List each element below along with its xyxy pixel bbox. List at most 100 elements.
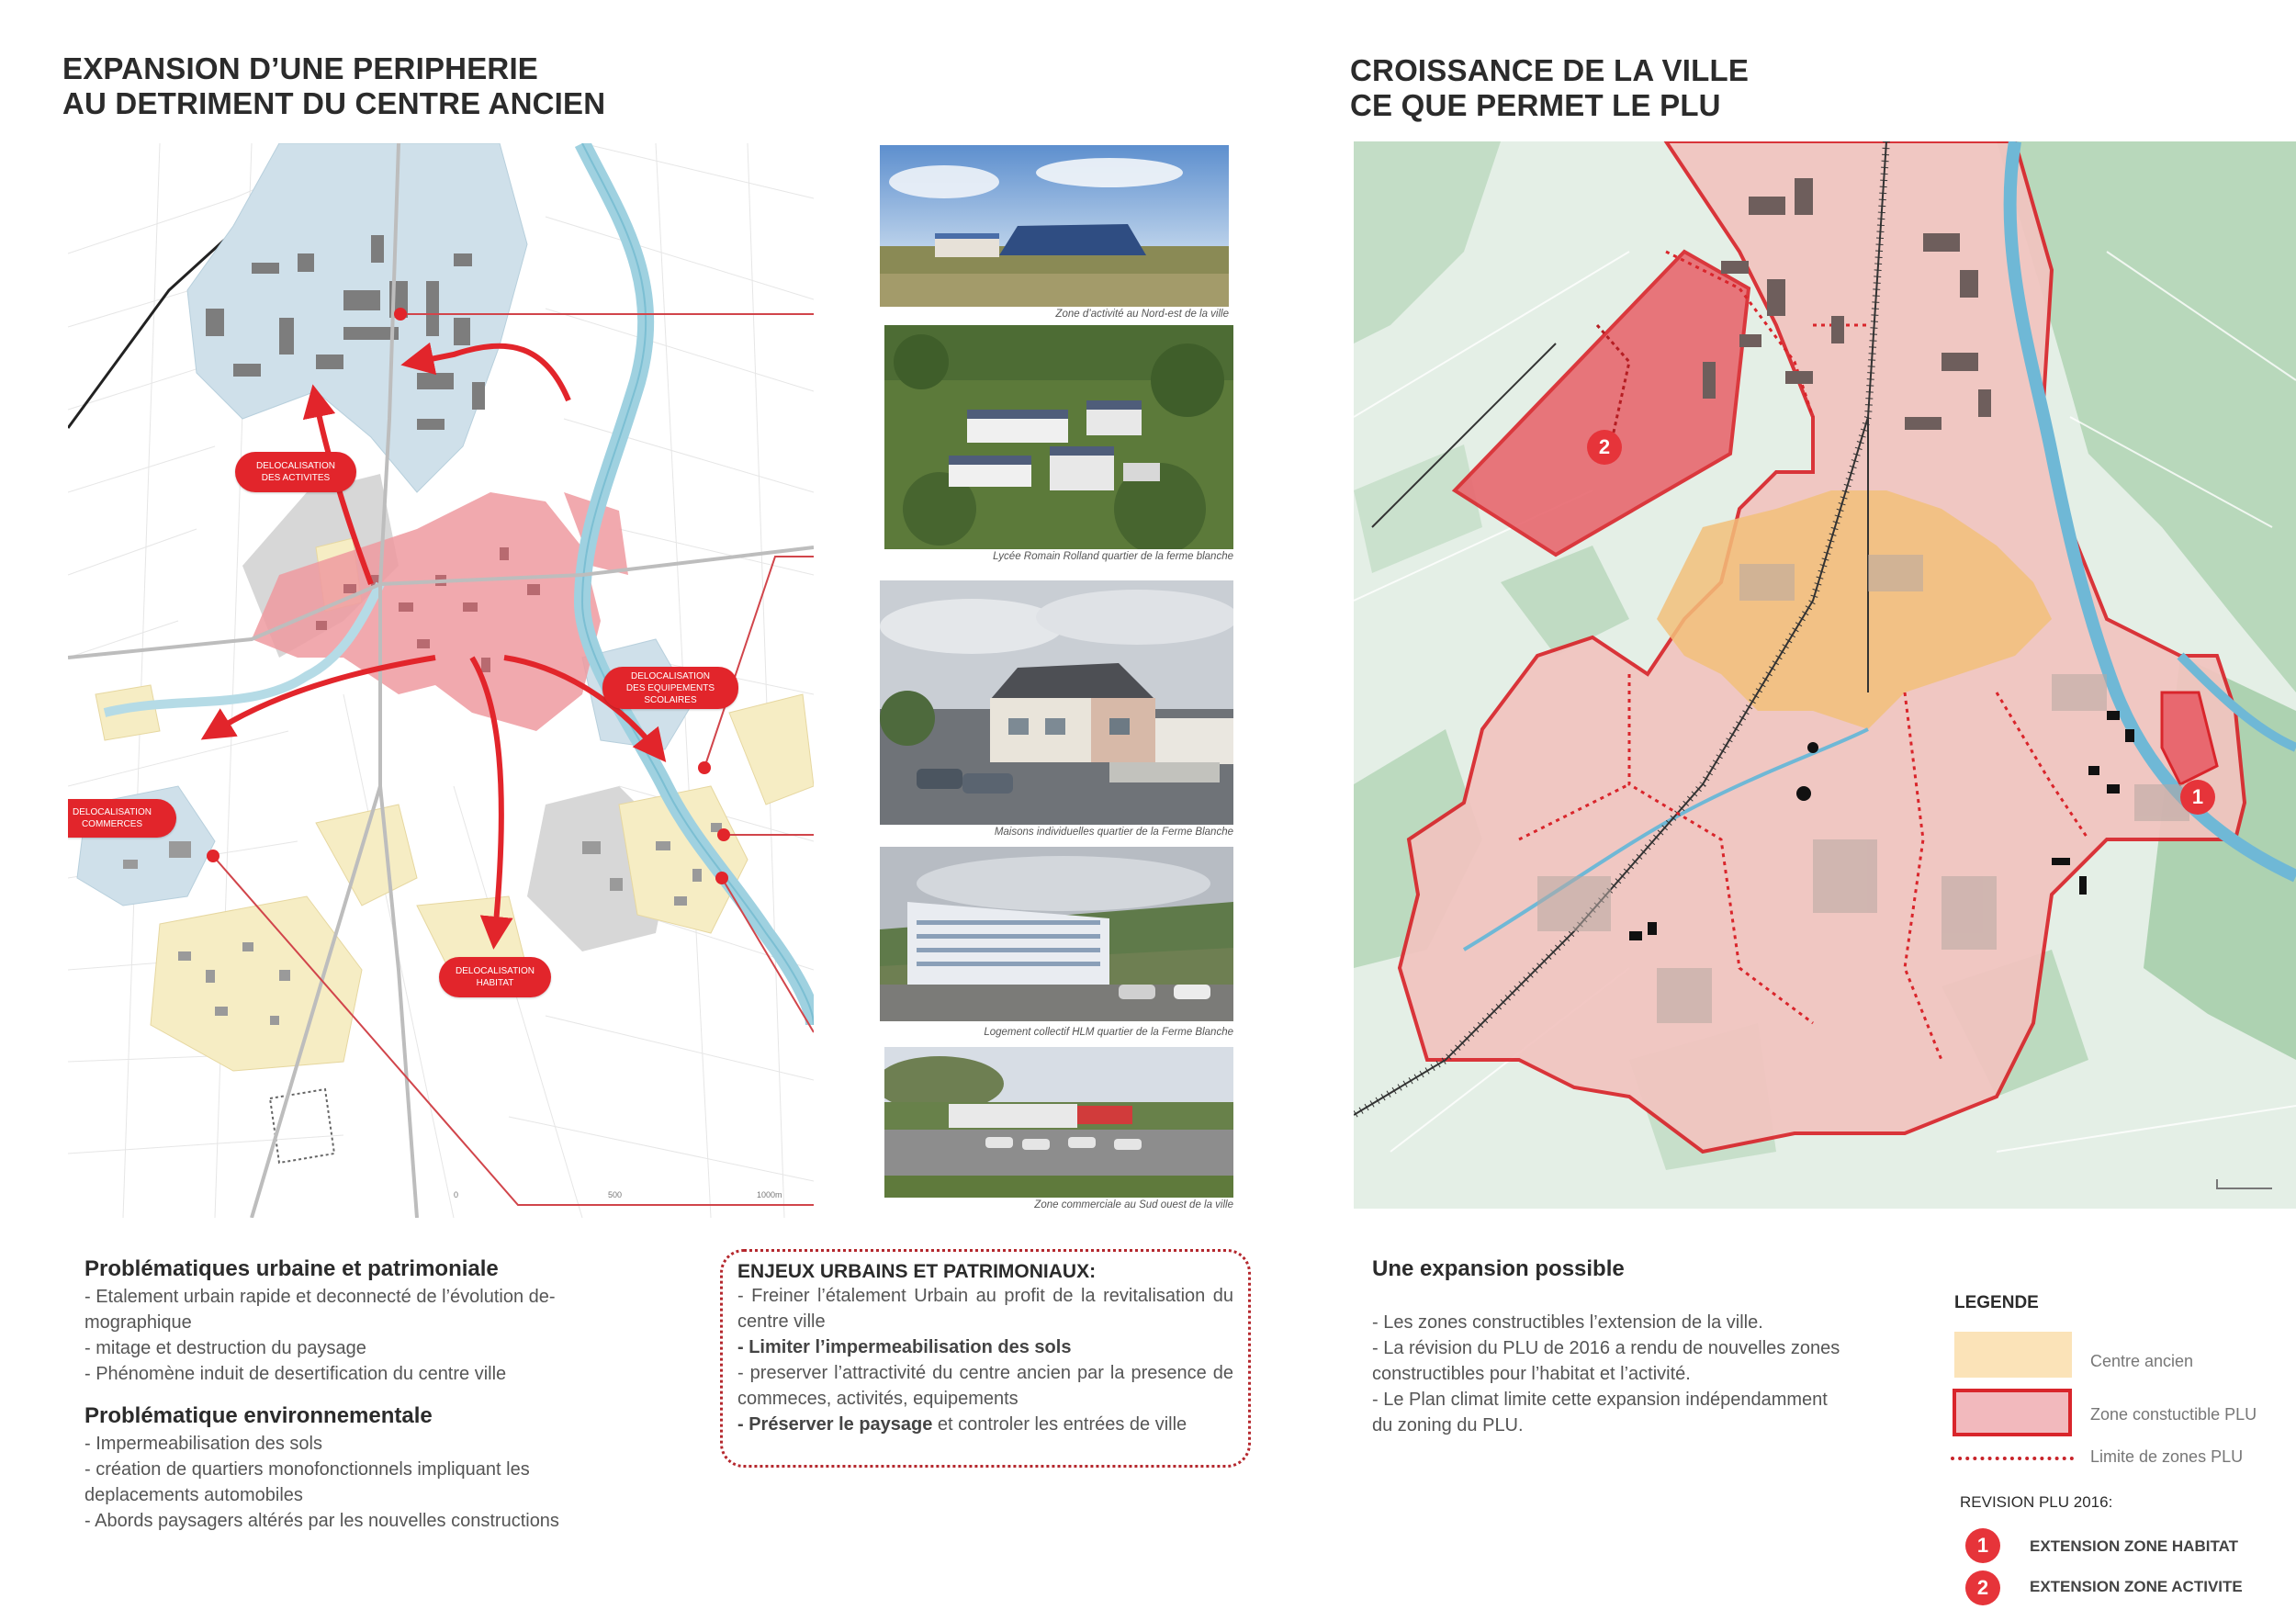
label-activites-line2: DES ACTIVITES [261,473,331,483]
scale-bar: 0 500 1000m [454,1190,803,1207]
public-buildings [1629,711,2134,940]
label-delocalisation-activites: DELOCALISATION DES ACTIVITES [235,452,356,492]
env-item: - Impermeabilisation des sols [84,1434,322,1454]
extension-2-limit [1595,324,1631,445]
connector-5 [212,855,814,1206]
arrow-scolaires [503,655,667,763]
left-title-line2: AU DETRIMENT DU CENTRE ANCIEN [62,86,606,120]
enjeux-p1: - Freiner l’étalement Urbain au profit d… [737,1286,1233,1332]
legend-swatch-centre-ancien [1954,1332,2072,1378]
env-item: - création de quartiers monofonctionnels… [84,1459,530,1480]
left-title: EXPANSION D’UNE PERIPHERIE AU DETRIMENT … [62,51,605,121]
photo-zone-commerciale-img [884,1047,1233,1198]
label-commerces-line1: DELOCALISATION [73,807,152,817]
label-commerces-line2: COMMERCES [81,819,143,829]
problematique-urbaine-title: Problématiques urbaine et patrimoniale [84,1256,499,1281]
photo-zone-commerciale [884,1047,1233,1198]
expansion-item: - La révision du PLU de 2016 a rendu de … [1372,1338,1840,1358]
right-railway-ticks [1354,141,1890,1119]
label-delocalisation-commerces: DELOCALISATION COMMERCES [68,799,176,838]
right-title-line2: CE QUE PERMET LE PLU [1350,88,1721,122]
enjeux-box: ENJEUX URBAINS ET PATRIMONIAUX: - Freine… [720,1249,1251,1468]
housing-blocks [123,823,722,1025]
caption-photo-5: Zone commerciale au Sud ouest de la vill… [1034,1199,1233,1210]
urbaine-item: - Phénomène induit de desertification du… [84,1364,507,1384]
label-scolaires-line2: DES EQUIPEMENTS SCOLAIRES [625,682,715,705]
urbaine-item: - mitage et destruction du paysage [84,1338,366,1358]
expansion-list: - Les zones constructibles l’extension d… [1372,1310,1868,1438]
revision-title: REVISION PLU 2016: [1960,1493,2113,1511]
photo-hlm-img [880,847,1233,1021]
caption-photo-1: Zone d’activité au Nord-est de la ville [1055,309,1229,320]
arrow-habitat [469,656,513,950]
left-map: DELOCALISATION DES ACTIVITES DELOCALISAT… [68,143,814,1218]
photo-lycee [884,325,1233,549]
label-scolaires-line1: DELOCALISATION [631,670,710,681]
legend-swatch-limite [1951,1457,2074,1460]
extension-zone-habitat [2160,691,2219,787]
enjeux-p3: - preserver l’attractivité du centre anc… [737,1363,1233,1409]
label-habitat-line1: DELOCALISATION [456,966,535,976]
enjeux-title: ENJEUX URBAINS ET PATRIMONIAUX: [737,1261,1097,1282]
photo-zone-activite-img [880,145,1229,307]
problematique-env-title: Problématique environnementale [84,1403,433,1428]
photo-hlm [880,847,1233,1021]
left-title-line1: EXPANSION D’UNE PERIPHERIE [62,51,539,85]
marker-extension-activite: 2 [1587,430,1622,465]
roads [68,143,814,1218]
photo-maisons [880,580,1233,825]
expansion-item: - Le Plan climat limite cette expansion … [1372,1390,1828,1410]
right-map: 2 1 [1354,141,2296,1209]
scale-mark [2216,1179,2272,1189]
enjeux-p4-bold: - Préserver le paysage [737,1414,933,1435]
expansion-title: Une expansion possible [1372,1256,1625,1281]
legend-marker-2: 2 [1965,1570,2000,1605]
delocalisation-arrows [200,342,667,950]
legend-title: LEGENDE [1954,1293,2039,1312]
right-title: CROISSANCE DE LA VILLE CE QUE PERMET LE … [1350,53,1749,123]
photo-connectors [212,313,814,1206]
scale-1000: 1000m [757,1190,782,1199]
caption-photo-2: Lycée Romain Rolland quartier de la ferm… [993,551,1233,562]
label-delocalisation-habitat: DELOCALISATION HABITAT [439,957,551,997]
legend-label-centre-ancien: Centre ancien [2090,1352,2194,1370]
right-river-branch [2177,652,2296,752]
legend-swatch-zone-constructible [1953,1389,2072,1436]
legend-label-habitat: EXTENSION ZONE HABITAT [2030,1537,2238,1555]
scale-500: 500 [608,1190,623,1199]
left-map-svg [68,143,814,1218]
caption-photo-3: Maisons individuelles quartier de la Fer… [994,827,1233,838]
problematique-urbaine-list: - Etalement urbain rapide et deconnecté … [84,1284,588,1387]
env-item: - Abords paysagers altérés par les nouve… [84,1511,559,1531]
legend-label-limite: Limite de zones PLU [2090,1447,2244,1466]
connector-dots [207,308,730,884]
right-buildings [1703,178,1991,430]
urbaine-item: - Etalement urbain rapide et deconnecté … [84,1287,556,1307]
legend-marker-1: 1 [1965,1528,2000,1563]
photo-lycee-img [884,325,1233,549]
historic-centre [252,492,601,731]
legend-label-zone-constructible: Zone constuctible PLU [2090,1405,2257,1424]
right-title-line1: CROISSANCE DE LA VILLE [1350,53,1750,87]
enjeux-text: - Freiner l’étalement Urbain au profit d… [737,1283,1233,1437]
problematique-env-list: - Impermeabilisation des sols - création… [84,1431,588,1534]
arrow-commerces [200,655,436,740]
legend-label-activite: EXTENSION ZONE ACTIVITE [2030,1578,2243,1595]
marker-extension-habitat: 1 [2180,780,2215,815]
label-activites-line1: DELOCALISATION [256,461,335,471]
env-item: deplacements automobiles [84,1485,303,1505]
expansion-item: - Les zones constructibles l’extension d… [1372,1312,1763,1333]
enjeux-p2: - Limiter l’impermeabilisation des sols [737,1337,1072,1357]
photo-maisons-img [880,580,1233,825]
label-habitat-line2: HABITAT [476,978,514,988]
photo-zone-activite [880,145,1229,307]
arrow-activites-2 [400,342,571,402]
expansion-item: du zoning du PLU. [1372,1415,1524,1435]
enjeux-p4-rest: et controler les entrées de ville [932,1414,1187,1435]
caption-photo-4: Logement collectif HLM quartier de la Fe… [984,1027,1233,1038]
centre-ancien-zone [1657,490,2052,729]
scale-0: 0 [454,1190,459,1199]
expansion-block: Une expansion possible - Les zones const… [1372,1256,1868,1438]
connector-4 [721,877,814,1033]
right-map-svg [1354,141,2296,1189]
